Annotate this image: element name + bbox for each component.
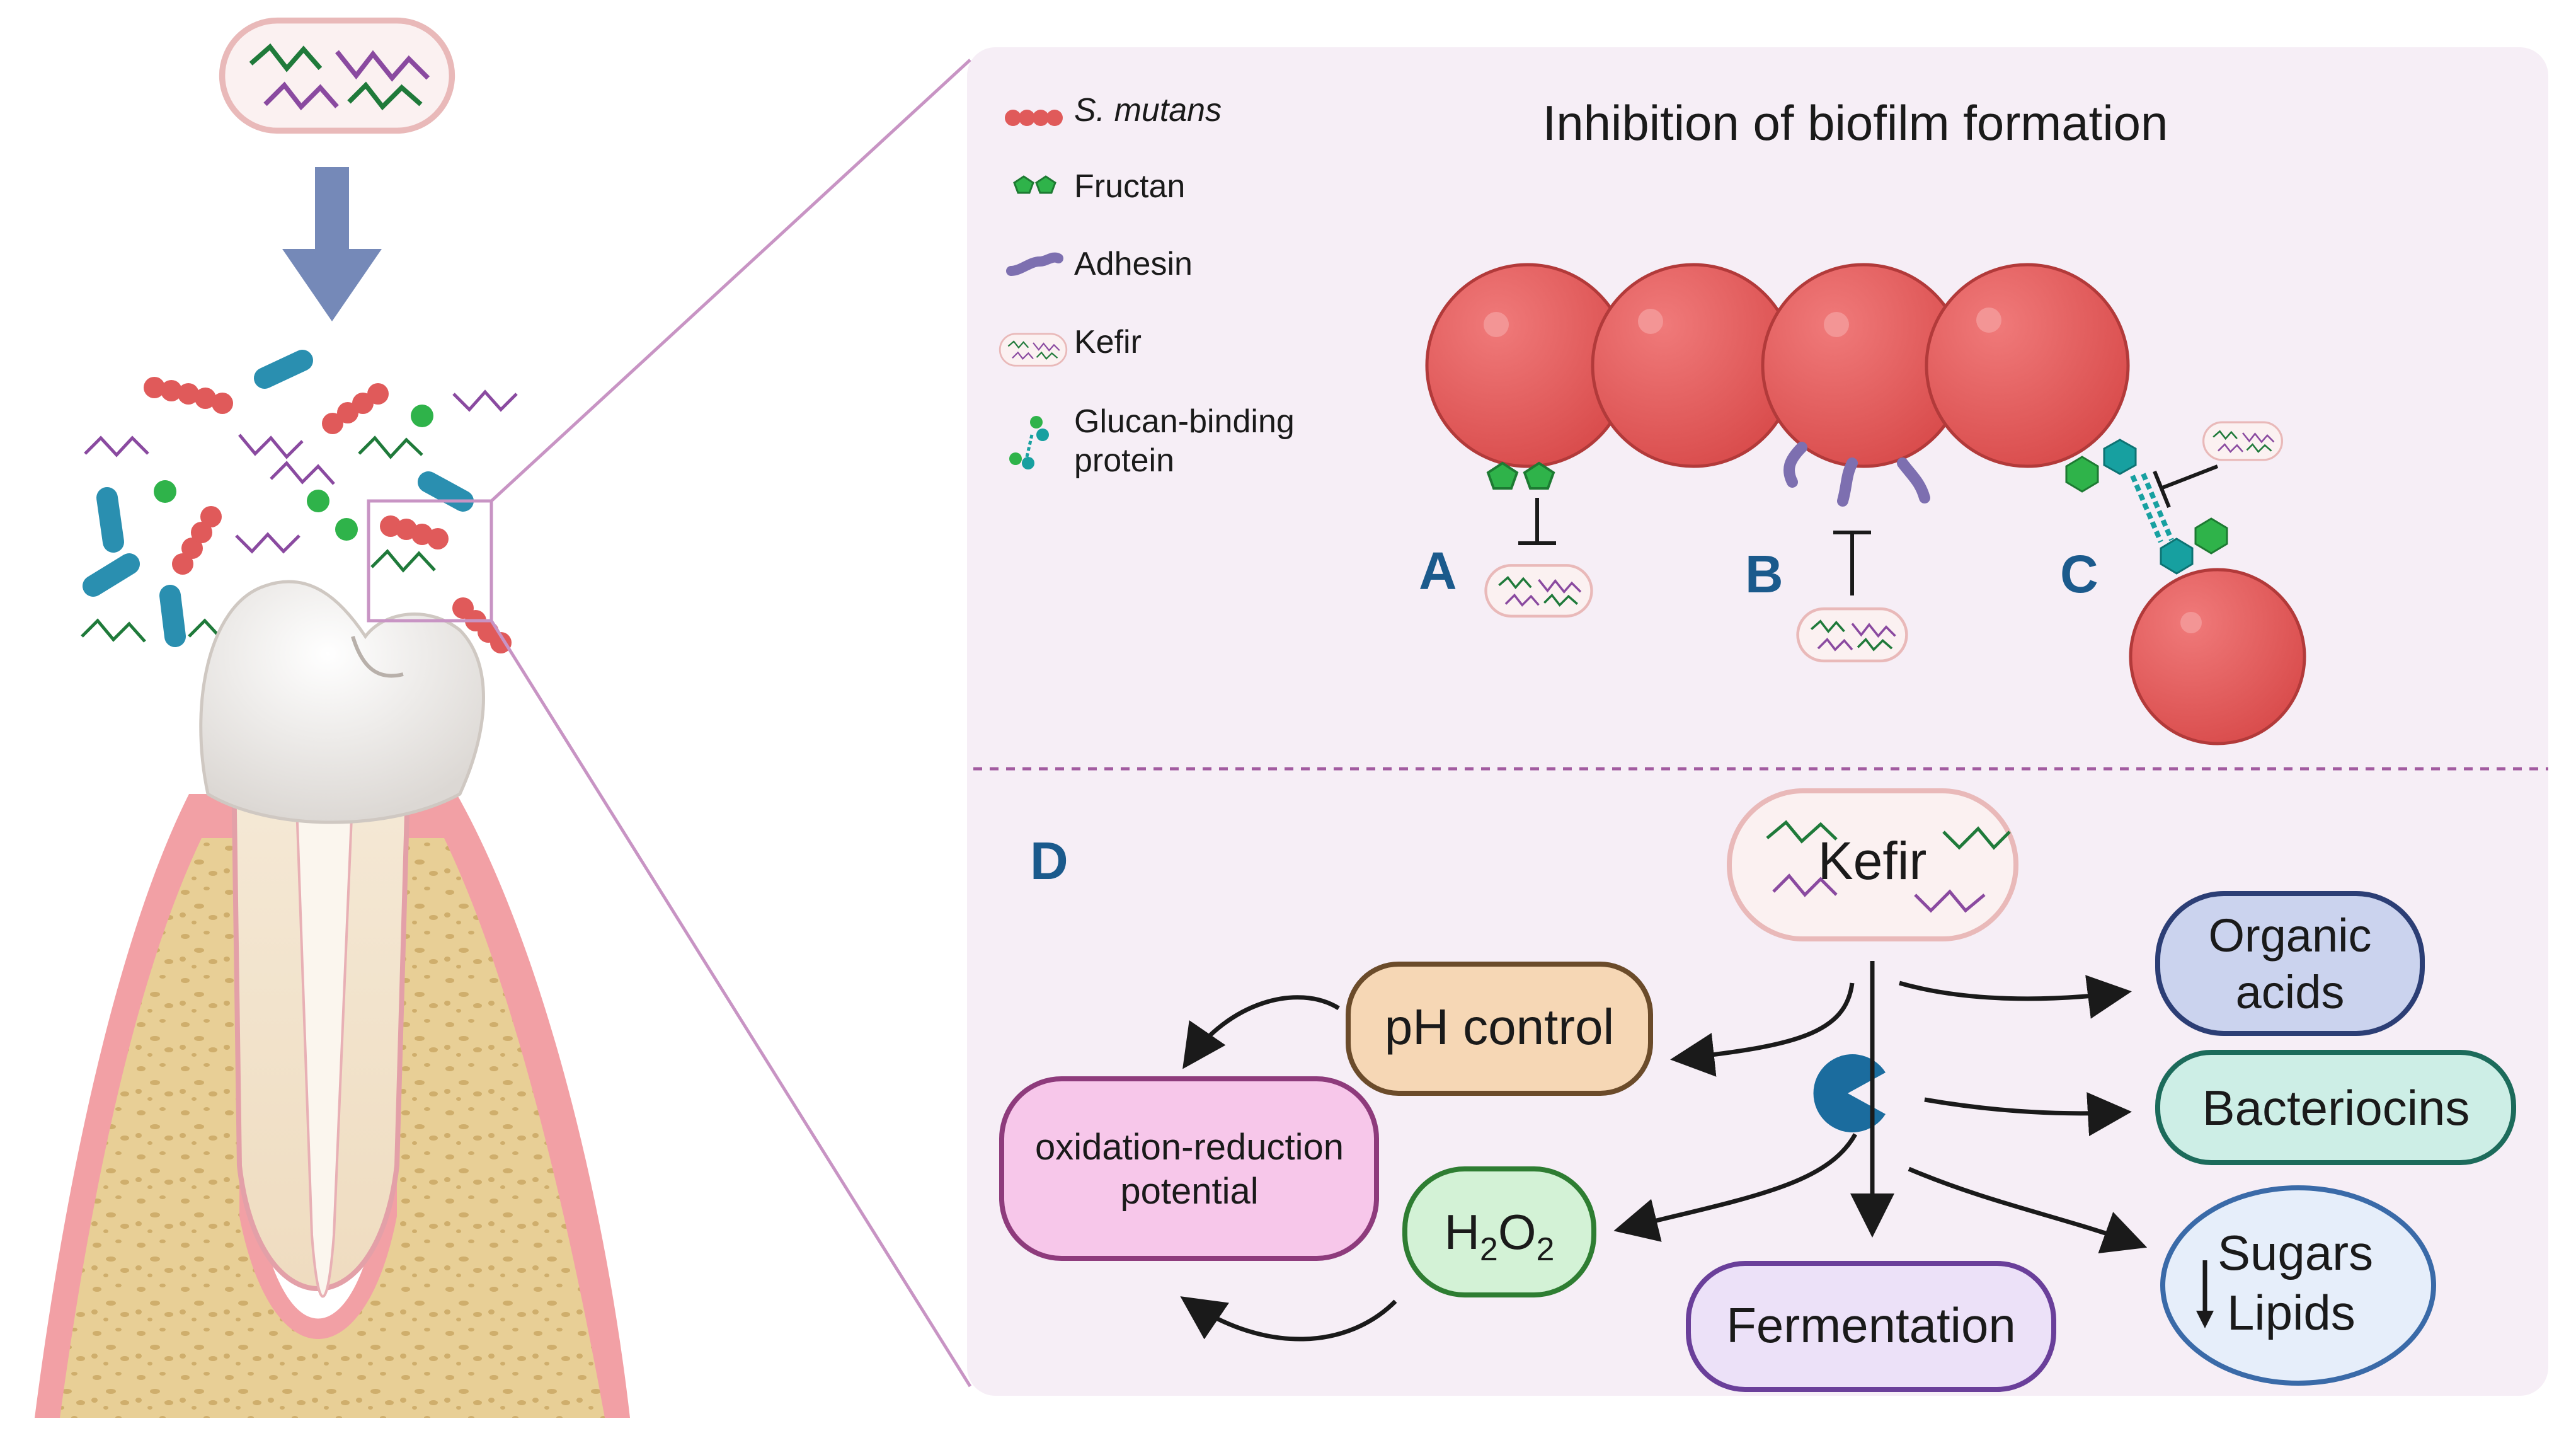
mechanism-b: B [1745, 442, 1930, 661]
kefir-a-icon [1486, 565, 1592, 616]
h2o2-node: H2O2 [1402, 1166, 1596, 1297]
glucan-binding-protein-icon [2065, 439, 2228, 575]
organic-acids-label-line2: acids [2236, 966, 2345, 1018]
bacteria-cluster-icon [81, 350, 518, 653]
fructan-icon [1486, 461, 1555, 490]
sugars-lipids-node: Sugars Lipids [2160, 1185, 2436, 1386]
zoom-line-bottom [489, 619, 972, 1388]
kefir-top-icon [222, 21, 452, 131]
legend-kefir-icon [999, 333, 1068, 367]
adhesin-icon-1 [1783, 442, 1807, 488]
fermentation-label: Fermentation [1726, 1297, 2016, 1353]
blue-down-arrow-icon [282, 167, 382, 321]
tooth-canal [294, 786, 355, 1298]
arrow-to-ph-control [1670, 982, 1855, 1077]
legend: S. mutans Fructan Adhesin Kefir Glucan-b… [999, 92, 1295, 479]
organic-acids-label-line1: Organic [2208, 909, 2371, 962]
lipids-label: Lipids [2227, 1285, 2356, 1340]
arrow-ph-to-redox [1182, 995, 1340, 1069]
ph-control-node: pH control [1346, 962, 1653, 1096]
arrow-to-h2o2 [1613, 1133, 1858, 1242]
label-d: D [1030, 831, 1068, 890]
legend-s-mutans-icon [1005, 110, 1063, 126]
legend-adhesin-icon [1006, 252, 1063, 276]
kefir-node: Kefir [1727, 788, 2018, 941]
redox-label-line2: potential [1120, 1171, 1258, 1212]
kefir-b-icon [1798, 609, 1907, 661]
redox-label-line1: oxidation-reduction [1035, 1127, 1344, 1168]
enzyme-pacman-icon [1813, 1054, 1886, 1132]
organic-acids-node: Organic acids [2155, 891, 2425, 1036]
decrease-arrow-icon [2196, 1260, 2214, 1328]
fermentation-node: Fermentation [1686, 1261, 2056, 1392]
mechanism-c: C [2060, 422, 2282, 604]
label-b: B [1745, 544, 1783, 604]
label-c: C [2060, 544, 2098, 604]
arrow-to-organic-acids [1899, 975, 2132, 1019]
tooth-scene [35, 21, 630, 1418]
ph-control-label: pH control [1385, 999, 1615, 1055]
tooth-crown [199, 580, 485, 824]
arrow-h2o2-to-redox [1180, 1296, 1397, 1342]
kefir-c-icon [2204, 422, 2282, 460]
s-mutans-cell-4 [1925, 263, 2130, 468]
adhesin-icon-3 [1897, 457, 1930, 503]
inhibition-title: Inhibition of biofilm formation [1543, 95, 2168, 151]
s-mutans-cell-detached [2129, 568, 2306, 745]
zoom-line-top [490, 59, 971, 502]
bacteriocins-node: Bacteriocins [2155, 1050, 2516, 1165]
s-mutans-chain [1425, 263, 2306, 745]
mechanism-a: A [1419, 461, 1592, 616]
legend-fructan-icon [1013, 175, 1056, 194]
sugars-label: Sugars [2218, 1225, 2373, 1280]
kefir-node-label: Kefir [1818, 831, 1927, 890]
legend-adhesin-label: Adhesin [1074, 246, 1193, 282]
legend-s-mutans-label: S. mutans [1074, 92, 1222, 129]
legend-glucan-binding-protein-icon [1009, 416, 1049, 469]
h2o2-label: H2O2 [1445, 1204, 1555, 1268]
legend-fructan-label: Fructan [1074, 168, 1185, 205]
adhesin-icon-2 [1837, 457, 1858, 507]
arrow-to-bacteriocins [1924, 1092, 2132, 1137]
legend-gbp-label-line1: Glucan-binding [1074, 403, 1295, 440]
legend-gbp-label-line2: protein [1074, 442, 1174, 479]
redox-node: oxidation-reduction potential [999, 1076, 1379, 1261]
legend-kefir-label: Kefir [1074, 324, 1142, 360]
arrow-to-sugars-lipids [1908, 1166, 2148, 1253]
flow-arrows [1180, 961, 2148, 1342]
bacteriocins-label: Bacteriocins [2202, 1080, 2470, 1136]
zoom-box [367, 499, 493, 623]
jaw-bone [60, 838, 605, 1418]
label-a: A [1419, 541, 1457, 601]
